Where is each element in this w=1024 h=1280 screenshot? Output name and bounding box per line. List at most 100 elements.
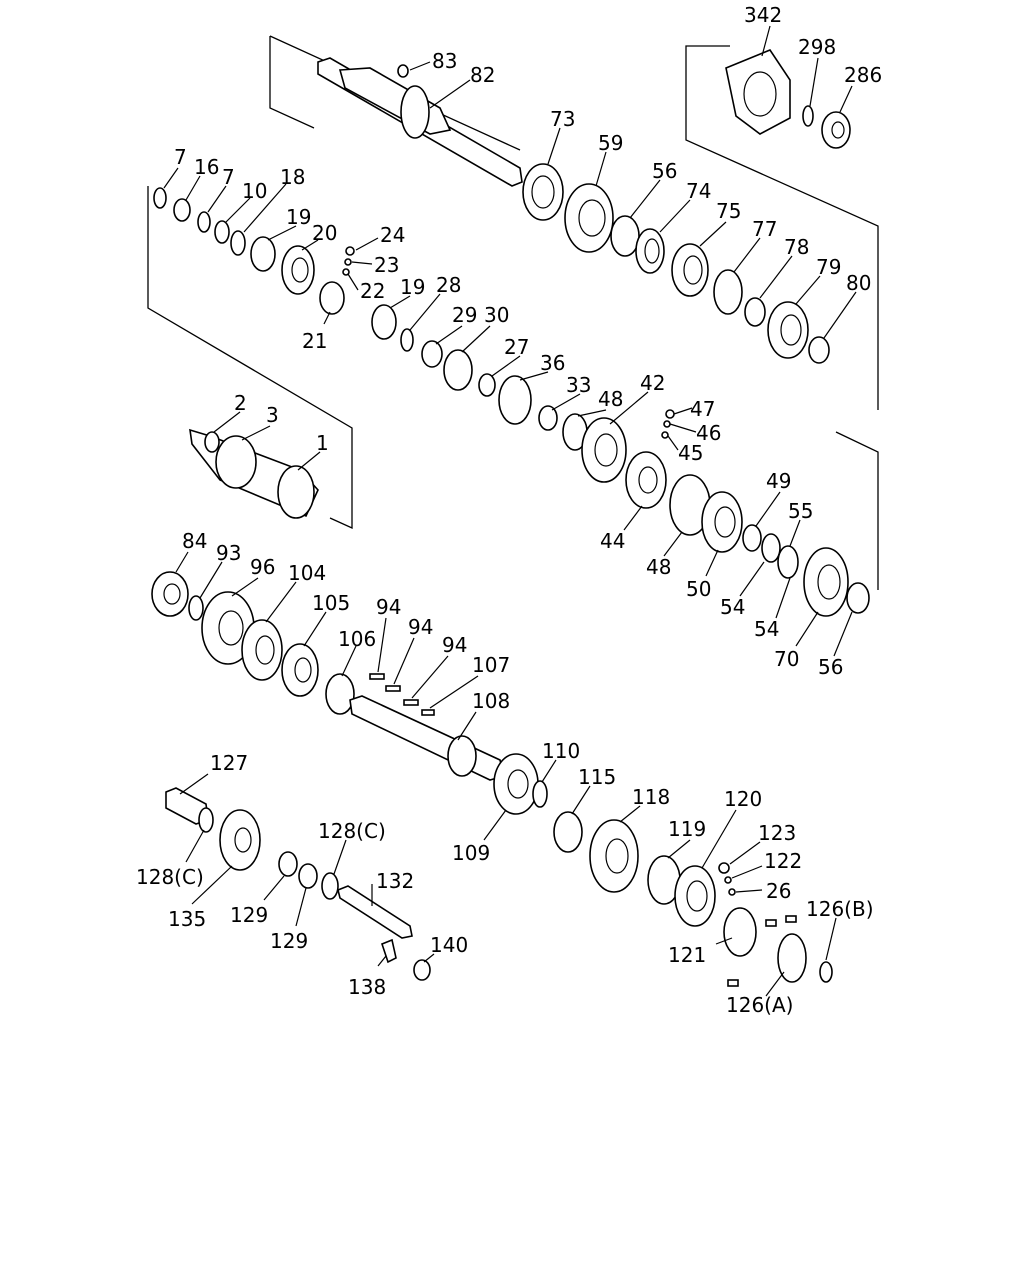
callout-26: 26: [766, 879, 791, 903]
callout-21: 21: [302, 329, 327, 353]
leader-18: [243, 183, 287, 233]
leader-126a: [765, 971, 785, 997]
input-shaft-bearing-3: [215, 435, 257, 489]
callout-2: 2: [234, 391, 247, 415]
callout-75: 75: [716, 199, 741, 223]
bearing-79: [767, 301, 809, 359]
nut-80: [808, 336, 830, 364]
callout-122: 122: [764, 849, 802, 873]
counter-shaft-group: [151, 571, 548, 815]
callout-138: 138: [348, 975, 386, 999]
callout-126b: 126(B): [806, 897, 874, 921]
callout-50: 50: [686, 577, 711, 601]
leader-28: [409, 293, 441, 331]
hub-21: [319, 281, 345, 315]
snap-ring-126a: [777, 933, 807, 983]
ring-gear-73: [522, 163, 564, 221]
callout-135: 135: [168, 907, 206, 931]
leader-26: [735, 889, 763, 893]
callout-109: 109: [452, 841, 490, 865]
callout-30: 30: [484, 303, 509, 327]
leader-70: [795, 611, 819, 647]
callout-128c-left: 128(C): [136, 865, 204, 889]
leader-29: [435, 325, 463, 345]
leader-22: [347, 273, 359, 291]
key-45: [661, 431, 669, 439]
oring-298: [802, 105, 814, 127]
callout-78: 78: [784, 235, 809, 259]
leader-33: [551, 393, 581, 411]
callout-23: 23: [374, 253, 399, 277]
idler-gear-135: [219, 809, 261, 871]
leader-107: [429, 675, 479, 709]
leader-49: [755, 491, 781, 527]
bearing-75-inner: [683, 255, 703, 285]
callout-126a: 126(A): [726, 993, 793, 1017]
callout-129b: 129: [270, 929, 308, 953]
callout-132: 132: [376, 869, 414, 893]
frame-mainshaft: [269, 36, 315, 129]
leader-118: [619, 805, 641, 823]
bearing-109-inner: [507, 769, 529, 799]
spring-46: [663, 420, 671, 428]
ball-123: [718, 862, 730, 874]
gear-30: [443, 349, 473, 391]
leader-120: [701, 809, 737, 869]
leader-77: [733, 237, 761, 273]
leader-140: [423, 953, 435, 963]
rear-cover-group: [725, 49, 851, 149]
leader-93: [199, 561, 223, 599]
leader-47: [673, 407, 693, 415]
key-26: [728, 888, 736, 896]
callout-129a: 129: [230, 903, 268, 927]
leader-108: [457, 711, 477, 741]
key-22: [342, 268, 350, 276]
needle-bearing-115: [553, 811, 583, 853]
leader-122: [731, 865, 763, 879]
reverse-idler-group: [165, 787, 431, 981]
leader-1: [297, 451, 321, 471]
callout-298: 298: [798, 35, 836, 59]
leader-74: [659, 199, 691, 233]
bearing-56-lower: [846, 582, 870, 614]
gear-59-inner: [578, 199, 606, 237]
sleeve-20-inner: [291, 257, 309, 283]
leader-56-upper: [629, 179, 661, 219]
leader-45: [667, 435, 679, 451]
bearing-84: [151, 571, 189, 617]
callout-18: 18: [280, 165, 305, 189]
leader-127: [179, 773, 209, 795]
callout-56-upper: 56: [652, 159, 677, 183]
collar-78: [744, 297, 766, 327]
leader-119: [667, 839, 691, 859]
callout-128c-right: 128(C): [318, 819, 386, 843]
gear-105-inner: [294, 657, 312, 683]
leader-55: [789, 519, 801, 547]
synchro-ring-19b: [371, 304, 397, 340]
callout-119: 119: [668, 817, 706, 841]
callout-19a: 19: [286, 205, 311, 229]
leader-20: [301, 239, 319, 251]
gear-104: [241, 619, 283, 681]
ring-55: [777, 545, 799, 579]
callout-10: 10: [242, 179, 267, 203]
callout-110: 110: [542, 739, 580, 763]
callout-107: 107: [472, 653, 510, 677]
gear-70: [803, 547, 849, 617]
ring-74-inner: [644, 238, 660, 264]
callout-342: 342: [744, 3, 782, 27]
callout-56-lower: 56: [818, 655, 843, 679]
leader-10: [225, 197, 251, 223]
callout-48b: 48: [646, 555, 671, 579]
snap-ring-126b: [819, 961, 833, 983]
bearing-79-inner: [780, 314, 802, 346]
rear-cover-342: [725, 49, 791, 135]
callout-55: 55: [788, 499, 813, 523]
leader-75: [699, 221, 727, 247]
callout-24: 24: [380, 223, 405, 247]
callout-20: 20: [312, 221, 337, 245]
rear-cover-342-bore: [743, 71, 777, 117]
ring-93: [188, 595, 204, 621]
